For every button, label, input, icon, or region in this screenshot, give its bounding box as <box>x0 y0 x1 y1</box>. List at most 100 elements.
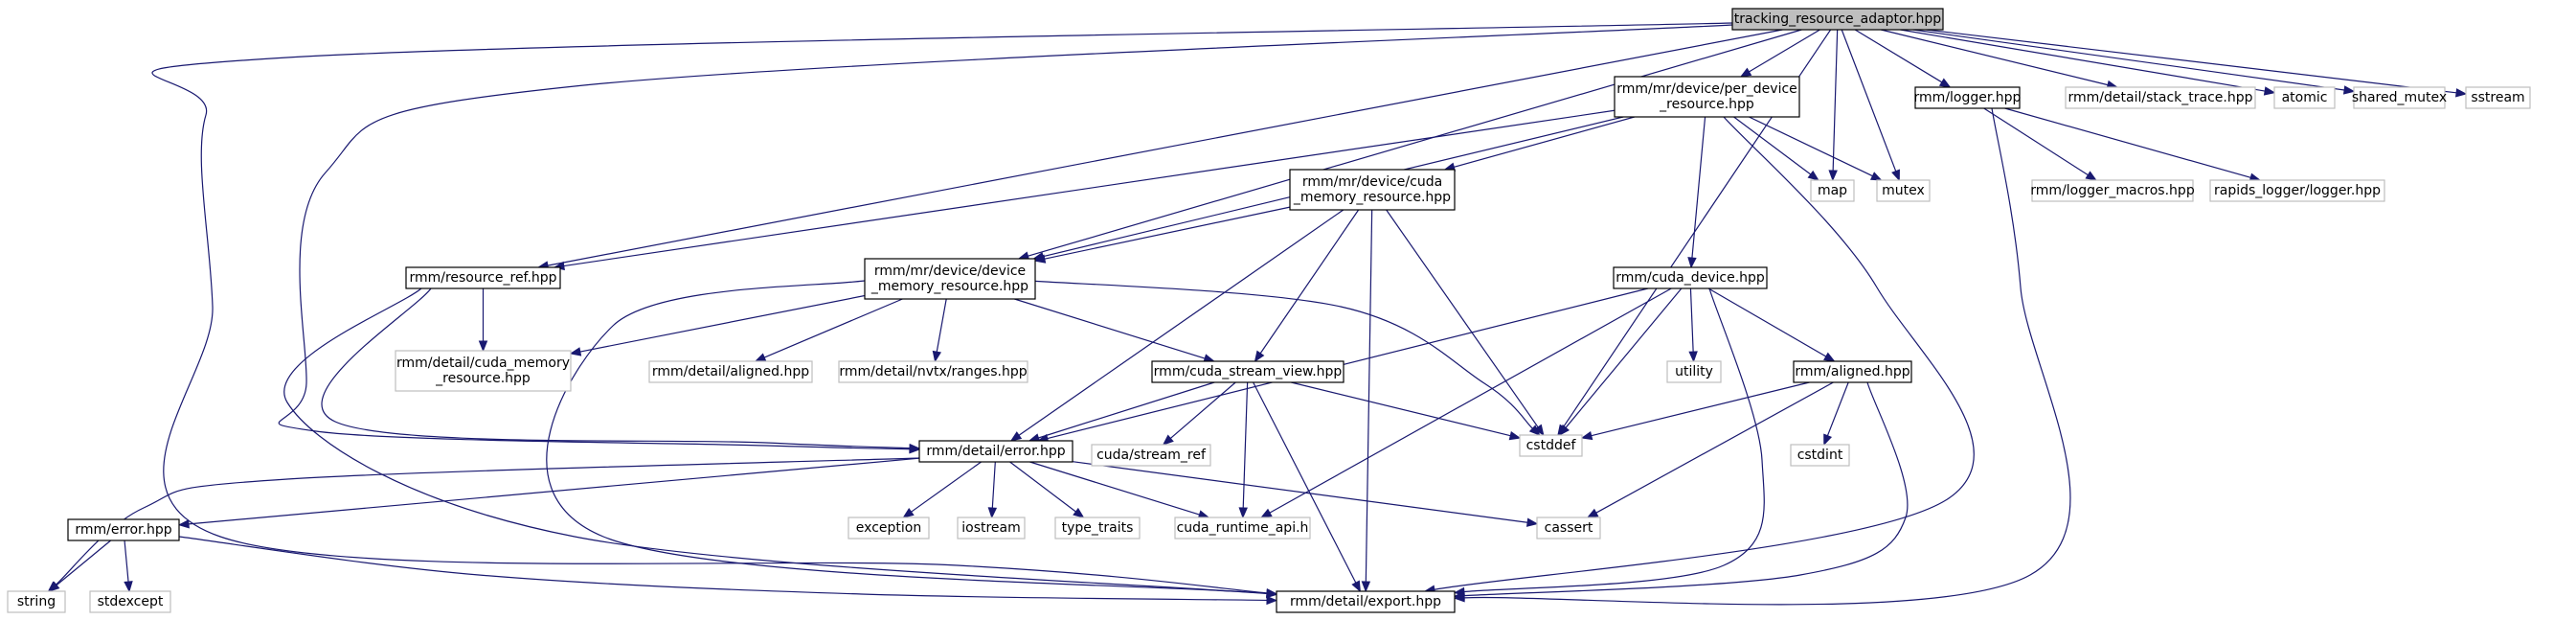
edge-device_mr-to-detail_cuda_mr <box>569 294 866 356</box>
node-label: cstddef <box>1526 438 1577 453</box>
node-cstddef[interactable]: cstddef <box>1519 434 1583 457</box>
edge-aligned-to-cassert <box>1586 381 1834 518</box>
node-label: cuda_runtime_api.h <box>1177 520 1309 536</box>
node-box <box>1174 517 1311 540</box>
node-logger-macros[interactable]: rmm/logger_macros.hpp <box>2030 179 2195 202</box>
node-stack-trace[interactable]: rmm/detail/stack_trace.hpp <box>2065 86 2256 109</box>
node-string[interactable]: string <box>7 590 66 613</box>
node-rapids-logger[interactable]: rapids_logger/logger.hpp <box>2209 179 2385 202</box>
node-stream-view[interactable]: rmm/cuda_stream_view.hpp <box>1151 360 1344 383</box>
edge-device_mr-to-cstddef <box>1014 279 1541 436</box>
node-box <box>648 360 813 383</box>
node-box <box>2353 86 2446 109</box>
edge-line <box>1014 279 1533 429</box>
edge-line <box>278 24 1733 450</box>
edge-line <box>563 109 1616 267</box>
edge-line <box>1044 206 1291 260</box>
node-box <box>1289 169 1456 211</box>
node-label: rmm/detail/export.hpp <box>1290 594 1441 609</box>
node-error[interactable]: rmm/error.hpp <box>67 518 180 541</box>
node-label: stdexcept <box>98 594 164 609</box>
node-box <box>1536 517 1601 540</box>
node-cuda-device[interactable]: rmm/cuda_device.hpp <box>1613 266 1768 289</box>
node-iostream[interactable]: iostream <box>957 517 1026 540</box>
edge-detail_error-to-exception <box>902 461 982 518</box>
node-label: rmm/mr/device/cuda <box>1302 174 1442 190</box>
node-detail-aligned[interactable]: rmm/detail/aligned.hpp <box>648 360 813 383</box>
edge-stream_view-to-export <box>1253 381 1361 593</box>
node-mutex[interactable]: mutex <box>1876 179 1931 202</box>
node-sstream[interactable]: sstream <box>2465 86 2531 109</box>
edge-line <box>1259 209 1360 355</box>
node-aligned[interactable]: rmm/aligned.hpp <box>1793 360 1912 383</box>
edge-line <box>1463 107 2071 606</box>
node-type-traits[interactable]: type_traits <box>1054 517 1141 540</box>
edge-resource_ref-to-detail_cuda_mr <box>478 288 488 353</box>
node-detail-cuda-mr[interactable]: rmm/detail/cuda_memory_resource.hpp <box>395 350 572 392</box>
edge-arrowhead <box>1525 517 1539 527</box>
edge-line <box>1591 381 1810 437</box>
edge-line <box>547 29 1783 266</box>
node-label: rmm/cuda_device.hpp <box>1616 270 1765 286</box>
node-logger[interactable]: rmm/logger.hpp <box>1914 86 2022 109</box>
node-shared-mutex[interactable]: shared_mutex <box>2352 86 2447 109</box>
node-atomic[interactable]: atomic <box>2273 86 2336 109</box>
node-label: rmm/detail/cuda_memory <box>396 356 570 371</box>
node-label: sstream <box>2471 90 2524 105</box>
node-nvtx-ranges[interactable]: rmm/detail/nvtx/ranges.hpp <box>838 360 1028 383</box>
node-stdexcept[interactable]: stdexcept <box>89 590 171 613</box>
node-label: rmm/aligned.hpp <box>1795 364 1909 379</box>
edge-arrowhead <box>1823 433 1833 447</box>
edge-arrowhead <box>1073 507 1085 518</box>
edge-arrowhead <box>1739 67 1752 78</box>
edge-line <box>178 536 1268 602</box>
node-box <box>89 590 171 613</box>
edge-logger-to-rapids_logger <box>2004 107 2262 182</box>
node-cuda-stream-ref[interactable]: cuda/stream_ref <box>1091 444 1211 467</box>
node-detail-error[interactable]: rmm/detail/error.hpp <box>918 440 1073 463</box>
node-label: rmm/resource_ref.hpp <box>409 270 556 286</box>
edge-stream_view-to-detail_error <box>1028 381 1215 443</box>
edge-root-to-map <box>1828 29 1839 182</box>
edge-arrowhead <box>1891 169 1900 182</box>
edge-arrowhead <box>932 350 942 363</box>
node-label: _resource.hpp <box>435 371 531 386</box>
node-cuda-mr[interactable]: rmm/mr/device/cuda_memory_resource.hpp <box>1289 169 1456 211</box>
node-device-mr[interactable]: rmm/mr/device/device_memory_resource.hpp <box>864 258 1036 300</box>
edge-per_device-to-cuda_mr <box>1443 116 1636 172</box>
edges-layer <box>47 22 2468 606</box>
node-label: rmm/error.hpp <box>75 522 171 538</box>
edge-cuda_device-to-cstddef <box>1558 287 1683 437</box>
edge-arrowhead <box>1586 508 1599 518</box>
edge-line <box>1454 116 1636 168</box>
node-cuda-runtime[interactable]: cuda_runtime_api.h <box>1174 517 1311 540</box>
node-box <box>405 266 561 289</box>
node-box <box>847 517 930 540</box>
node-box <box>864 258 1036 300</box>
node-exception[interactable]: exception <box>847 517 930 540</box>
node-export[interactable]: rmm/detail/export.hpp <box>1276 590 1456 613</box>
node-box <box>1091 444 1211 467</box>
node-per-device[interactable]: rmm/mr/device/per_device_resource.hpp <box>1614 76 1800 118</box>
edge-per_device-to-resource_ref <box>553 109 1616 271</box>
edge-aligned-to-cstdint <box>1823 381 1849 447</box>
edge-line <box>1900 29 2266 92</box>
node-resource-ref[interactable]: rmm/resource_ref.hpp <box>405 266 561 289</box>
edge-arrowhead <box>1528 425 1541 436</box>
edge-arrowhead <box>2263 86 2276 96</box>
edge-line <box>1365 209 1373 583</box>
node-map[interactable]: map <box>1810 179 1855 202</box>
edge-error-to-string <box>48 540 112 592</box>
edge-line <box>321 287 911 449</box>
edge-detail_error-to-type_traits <box>1009 461 1085 518</box>
node-box <box>1276 590 1456 613</box>
node-utility[interactable]: utility <box>1666 360 1722 383</box>
node-label: rmm/detail/stack_trace.hpp <box>2068 90 2253 105</box>
edge-arrowhead <box>909 443 921 453</box>
node-root[interactable]: tracking_resource_adaptor.hpp <box>1731 8 1944 31</box>
edge-line <box>1881 29 2109 86</box>
node-cstdint[interactable]: cstdint <box>1790 444 1850 467</box>
node-label: _resource.hpp <box>1659 97 1754 112</box>
node-cassert[interactable]: cassert <box>1536 517 1601 540</box>
node-box <box>1666 360 1722 383</box>
